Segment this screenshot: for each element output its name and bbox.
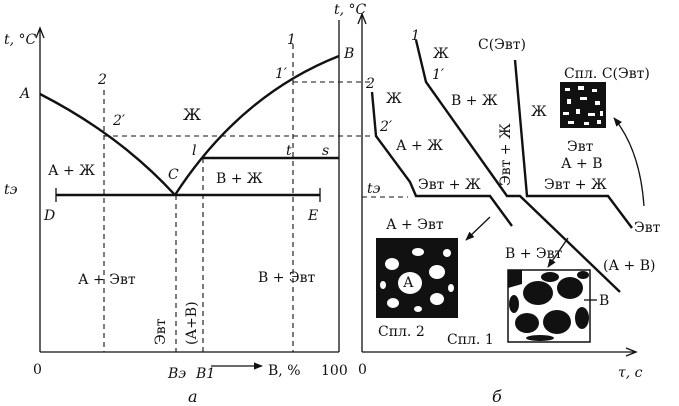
alloy-2-caption: Спл. 2	[378, 324, 425, 340]
alloy-c-ab-label: А + В	[561, 156, 603, 172]
liquidus-ac	[39, 92, 176, 196]
alloy-1-number: 1	[287, 32, 296, 48]
curve-1p-label: 1′	[432, 67, 445, 83]
point-b-label: B	[343, 46, 354, 62]
point-2p-label: 2′	[112, 113, 126, 129]
arrow-to-splc	[613, 117, 645, 207]
point-c-label: C	[168, 167, 179, 183]
tick-b1-label: B1	[195, 366, 215, 382]
region-eutectic-vertical: Эвт	[153, 318, 169, 345]
point-l-label: l	[192, 143, 196, 159]
alloy-2-microstructure-label: А + Эвт	[386, 217, 444, 233]
cooling-curve-1	[414, 39, 621, 293]
region-a-plus-eutectic: А + Эвт	[78, 272, 136, 288]
point-e-label: E	[307, 208, 318, 224]
right-x-axis-arrow	[625, 347, 638, 357]
curve-1-b-plus-liquid: В + Ж	[451, 93, 498, 109]
curve-2-liquid: Ж	[386, 91, 402, 107]
curve-c-label: С(Эвт)	[478, 37, 526, 53]
left-x-hundred: 100	[321, 363, 348, 379]
left-y-axis-arrow	[35, 26, 45, 39]
curve-1-number: 1	[411, 28, 420, 44]
grain-a-label: А	[403, 275, 414, 291]
liquidus-cb	[173, 54, 340, 196]
right-y-axis-arrow	[357, 12, 367, 25]
region-b-plus-eutectic: В + Эвт	[258, 270, 316, 286]
region-liquid: Ж	[183, 105, 201, 124]
right-eutectic-temperature: tэ	[367, 181, 381, 197]
region-a-plus-liquid: А + Ж	[48, 163, 95, 179]
alloy-c-eutectic-label: Эвт	[567, 139, 594, 155]
microstructure-alloy-1: В	[507, 269, 609, 343]
point-d-label: D	[43, 208, 55, 224]
right-x-axis-label: τ, с	[618, 365, 643, 381]
cooling-curve-2	[370, 91, 513, 227]
point-1p-label: 1′	[275, 66, 288, 82]
curve-1-ab: (А + В)	[603, 258, 655, 274]
arrow-to-spl1	[547, 237, 569, 268]
alloy-2-number: 2	[97, 72, 107, 88]
caption-b: б	[492, 387, 502, 406]
cooling-curves-b: А В t, °C tэ 1 1′ 2 2′	[334, 2, 661, 406]
right-x-zero: 0	[358, 362, 367, 378]
point-s-label: s	[322, 143, 329, 159]
curve-c-liquid: Ж	[531, 104, 547, 120]
grain-b-label: В	[599, 293, 609, 309]
arrow-to-spl2	[465, 216, 491, 241]
curve-2-number: 2	[365, 76, 375, 92]
alloy-1-caption: Спл. 1	[447, 332, 494, 348]
cooling-curve-c	[513, 59, 633, 229]
microstructure-alloy-2: А	[376, 238, 458, 318]
left-x-axis-label: B, %	[268, 363, 301, 379]
alloy-1-microstructure-label: В + Эвт	[505, 246, 563, 262]
region-b-plus-liquid: В + Ж	[216, 171, 263, 187]
curve-2-eutectic-plus-liquid: Эвт + Ж	[418, 177, 481, 193]
curve-2p-label: 2′	[379, 119, 393, 135]
tick-be-label: Bэ	[167, 366, 186, 382]
left-y-axis-label: t, °C	[4, 32, 37, 48]
left-x-zero: 0	[33, 362, 42, 378]
caption-a: а	[188, 387, 198, 406]
curve-c-eutectic-plus-liquid: Эвт + Ж	[544, 177, 607, 193]
right-y-axis-label: t, °C	[334, 2, 367, 18]
curve-1-liquid: Ж	[433, 46, 449, 62]
curve-c-eutectic: Эвт	[634, 220, 661, 236]
point-a-label: A	[18, 86, 30, 102]
microstructure-eutectic	[560, 82, 606, 128]
phase-diagram-a: t, °C A B C D E tэ 2 1 2′ 1′ l t s Ж А +…	[4, 20, 372, 406]
alloy-c-caption: Спл. С(Эвт)	[564, 66, 650, 82]
region-ab-vertical: (А+В)	[184, 301, 200, 345]
curve-2-a-plus-liquid: А + Ж	[396, 138, 443, 154]
point-t-label: t	[286, 143, 292, 159]
curve-1-eutectic-plus-liquid: Эвт + Ж	[498, 123, 514, 186]
eutectic-temperature-label: tэ	[4, 182, 18, 198]
